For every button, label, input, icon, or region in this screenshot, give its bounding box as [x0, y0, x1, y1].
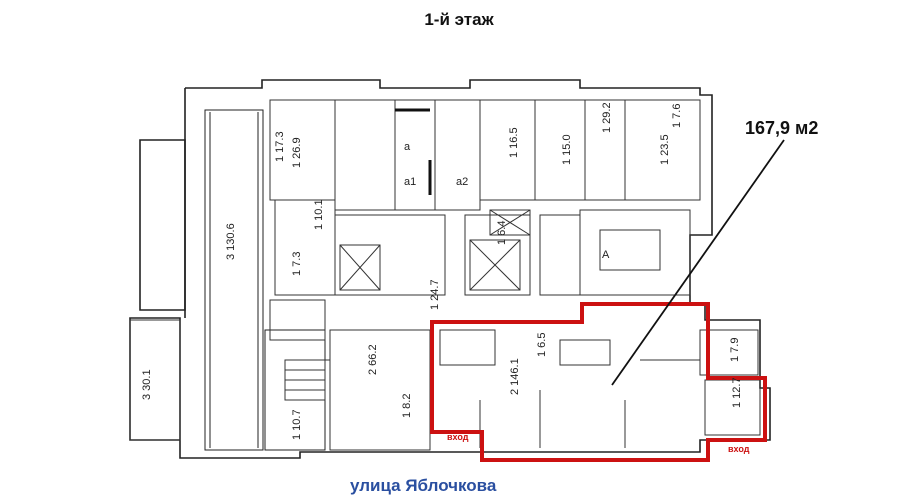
corridor — [204, 109, 326, 451]
room-area-label: 1 7.3 — [291, 252, 303, 276]
highlighted-premises — [430, 302, 767, 462]
bold-walls — [395, 108, 432, 195]
room-labels: 3 130.6 1 26.9 1 16.5 1 15.0 1 23.5 1 7.… — [141, 102, 743, 440]
room-area-label: 1 29.2 — [601, 102, 613, 133]
room-area-label: 1 10.1 — [313, 199, 325, 230]
room-area-label: a2 — [456, 176, 468, 188]
entrance-label-right: вход — [728, 444, 750, 454]
room-area-label: 2 66.2 — [367, 344, 379, 375]
room-area-label: 1 8.2 — [401, 394, 413, 418]
room-area-label: 1 6.4 — [496, 221, 508, 245]
room-area-label: 1 23.5 — [659, 134, 671, 165]
room-area-label: a — [404, 141, 411, 153]
street-label: улица Яблочкова — [350, 476, 497, 495]
highlight-area-label: 167,9 м2 — [745, 118, 819, 138]
room-area-label: a1 — [404, 176, 416, 188]
entrance-label-left: вход — [447, 432, 469, 442]
room-area-label: 1 7.9 — [729, 338, 741, 362]
room-area-label: 2 146.1 — [509, 358, 521, 395]
room-area-label: 1 17.3 — [274, 131, 286, 162]
room-area-label: 1 10.7 — [291, 409, 303, 440]
room-area-label: 1 7.6 — [671, 104, 683, 128]
room-area-label: A — [602, 249, 610, 261]
room-area-label: 1 6.5 — [536, 333, 548, 357]
building-outline — [129, 79, 771, 459]
area-leader-line — [611, 139, 785, 386]
floor-title: 1-й этаж — [424, 10, 494, 29]
room-area-label: 1 15.0 — [561, 134, 573, 165]
room-area-label: 3 30.1 — [141, 369, 153, 400]
room-area-label: 1 26.9 — [291, 137, 303, 168]
room-area-label: 1 24.7 — [429, 279, 441, 310]
room-area-label: 3 130.6 — [225, 223, 237, 260]
room-area-label: 1 16.5 — [508, 127, 520, 158]
room-area-label: 1 12.7 — [731, 377, 743, 408]
